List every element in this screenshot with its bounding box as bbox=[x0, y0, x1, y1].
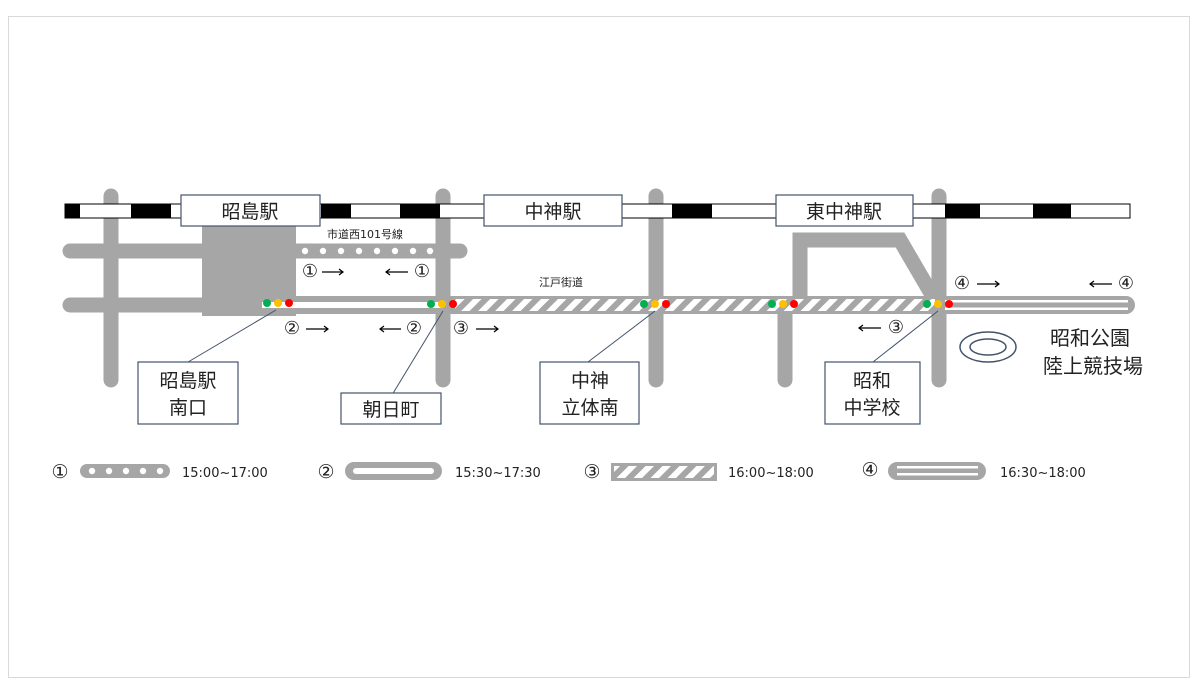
map-frame bbox=[8, 16, 1190, 678]
svg-text:16:00~18:00: 16:00~18:00 bbox=[728, 466, 814, 481]
signal-1 bbox=[263, 299, 293, 307]
signal-4 bbox=[768, 300, 798, 308]
svg-text:16:30~18:00: 16:30~18:00 bbox=[1000, 466, 1086, 481]
svg-text:南口: 南口 bbox=[169, 397, 207, 419]
svg-text:④: ④ bbox=[954, 273, 970, 294]
svg-text:③: ③ bbox=[453, 318, 469, 339]
cross-roads bbox=[103, 188, 947, 388]
bus-stop-showa-chugakko: 昭和 中学校 bbox=[824, 361, 921, 425]
svg-text:東中神駅: 東中神駅 bbox=[806, 201, 882, 223]
route-1-road bbox=[296, 244, 436, 258]
svg-text:④: ④ bbox=[861, 459, 878, 481]
svg-text:15:00~17:00: 15:00~17:00 bbox=[182, 466, 268, 481]
legend-item-1: ① 15:00~17:00 bbox=[51, 461, 267, 483]
signal-5 bbox=[923, 300, 953, 308]
svg-text:③: ③ bbox=[583, 461, 600, 483]
route-markers: ① ① ② ② ③ ③ ④ ④ bbox=[284, 261, 1134, 339]
bus-stop-nakagami-tatetaiminami: 中神 立体南 bbox=[539, 361, 640, 425]
bus-stop-akishima-minamiguchi: 昭島駅 南口 bbox=[137, 361, 239, 425]
svg-text:朝日町: 朝日町 bbox=[362, 399, 419, 421]
svg-text:④: ④ bbox=[1118, 273, 1134, 294]
side-roads bbox=[62, 232, 942, 313]
svg-text:②: ② bbox=[406, 318, 422, 339]
legend-item-4: ④ 16:30~18:00 bbox=[861, 459, 1085, 481]
signal-2 bbox=[427, 300, 457, 308]
stadium-icon bbox=[959, 331, 1017, 363]
legend: ① 15:00~17:00 ② 15:30~17:30 ③ 16:00~18:0… bbox=[51, 459, 1085, 483]
svg-text:②: ② bbox=[284, 318, 300, 339]
svg-text:昭島駅: 昭島駅 bbox=[159, 370, 216, 392]
svg-text:昭島駅: 昭島駅 bbox=[221, 201, 278, 223]
svg-text:立体南: 立体南 bbox=[561, 397, 618, 419]
svg-text:中学校: 中学校 bbox=[843, 397, 900, 419]
park-name: 昭和公園 bbox=[1050, 326, 1130, 350]
station-nakagami: 中神駅 bbox=[483, 194, 623, 227]
svg-text:15:30~17:30: 15:30~17:30 bbox=[455, 466, 541, 481]
svg-text:①: ① bbox=[414, 261, 430, 282]
svg-text:①: ① bbox=[302, 261, 318, 282]
edo-kaido-road bbox=[250, 296, 1135, 314]
stadium-name: 陸上競技場 bbox=[1043, 354, 1143, 378]
station-higashi-nakagami: 東中神駅 bbox=[775, 194, 914, 227]
svg-text:中神: 中神 bbox=[571, 370, 609, 392]
city-road-label: 市道西101号線 bbox=[327, 227, 403, 241]
edo-kaido-label: 江戸街道 bbox=[539, 275, 583, 289]
leader-lines bbox=[182, 309, 939, 396]
svg-text:②: ② bbox=[317, 461, 334, 483]
traffic-signals bbox=[263, 299, 953, 308]
bus-stop-asahicho: 朝日町 bbox=[340, 392, 442, 425]
svg-text:中神駅: 中神駅 bbox=[524, 201, 581, 223]
svg-text:③: ③ bbox=[888, 317, 904, 338]
legend-item-2: ② 15:30~17:30 bbox=[317, 461, 540, 483]
svg-text:①: ① bbox=[51, 461, 68, 483]
svg-text:昭和: 昭和 bbox=[853, 370, 891, 392]
legend-item-3: ③ 16:00~18:00 bbox=[583, 461, 813, 483]
signal-3 bbox=[640, 300, 670, 308]
station-akishima: 昭島駅 bbox=[180, 194, 321, 227]
